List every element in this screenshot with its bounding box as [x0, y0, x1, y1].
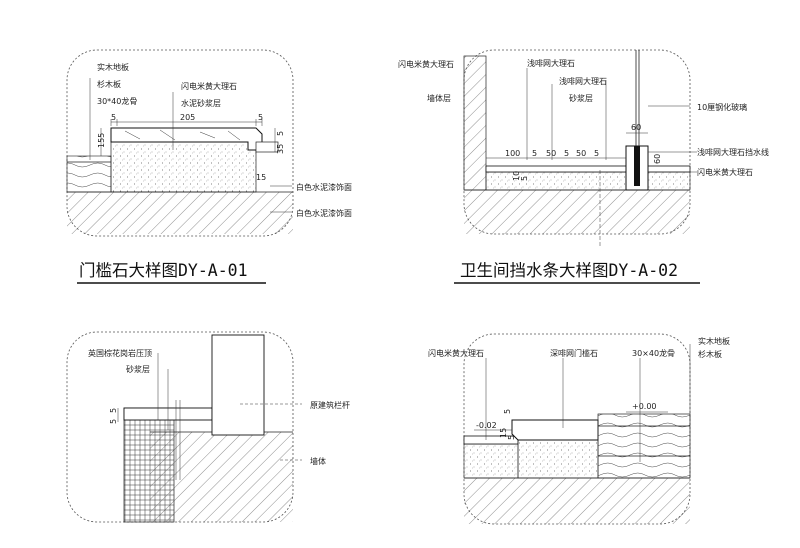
label-threshold: 深啡网门槛石	[550, 348, 598, 358]
dim-5-right: 5	[258, 113, 263, 122]
label-white-paint-1: 白色水泥漆饰面	[296, 182, 352, 192]
wall-hatch	[463, 55, 487, 191]
level-plus-000: +0.00	[632, 402, 657, 411]
detail-4: -0.02 +0.00 5 15 5 闪电米黄大理石 深啡网门槛石 30×40龙…	[428, 333, 730, 525]
dim-5-side: 5	[520, 176, 529, 181]
dim-60-side: 60	[653, 154, 662, 164]
dim-5: 5	[532, 149, 537, 158]
label-marble-bottom: 闪电米黄大理石	[697, 167, 753, 177]
dim-155: 155	[97, 133, 106, 148]
dim-35: 35	[276, 144, 285, 154]
mortar-layer-right	[647, 171, 691, 191]
wall-hatch	[150, 432, 293, 522]
detail-1-title: 门槛石大样图DY-A-01	[79, 261, 248, 280]
marble-veins	[124, 129, 241, 141]
level-minus-002: -0.02	[476, 421, 497, 430]
label-light-brown-marble-2: 浅啡网大理石	[559, 76, 607, 86]
wood-floor-left	[66, 155, 112, 193]
mortar-left	[463, 443, 519, 479]
dim-5-vertical: 5	[276, 131, 285, 136]
label-marble-top: 闪电米黄大理石	[398, 59, 454, 69]
label-solid-wood-floor: 实木地板	[97, 62, 129, 72]
dim-5-bottom: 5	[507, 435, 516, 440]
label-fir-board: 杉木板	[97, 79, 121, 89]
glass-groove	[634, 146, 640, 186]
dim-50: 50	[576, 149, 586, 158]
label-keel: 30*40龙骨	[97, 96, 137, 106]
label-wall: 墙体	[310, 456, 326, 466]
detail-1-frame	[66, 49, 294, 237]
label-marble: 闪电米黄大理石	[428, 348, 484, 358]
dim-5-top: 5	[109, 408, 118, 413]
original-railing-post	[211, 334, 265, 436]
label-wall-layer: 墙体层	[427, 93, 451, 103]
label-railing: 原建筑栏杆	[310, 400, 350, 410]
right-stone-strip	[255, 141, 279, 153]
detail-3: 5 5 英国棕花岗岩压顶 砂浆层 原建筑栏杆 墙体	[66, 331, 350, 523]
dim-5: 5	[594, 149, 599, 158]
cement-mortar-bed	[110, 141, 257, 193]
detail-1: 5 205 5 155 35 5 15 实木地板 杉木板 30*40龙骨 闪电米…	[66, 49, 352, 284]
dim-205: 205	[180, 113, 195, 122]
dim-10: 10	[512, 171, 521, 181]
dim-60-top: 60	[631, 123, 641, 132]
label-keel: 30×40龙骨	[632, 348, 675, 358]
dim-100: 100	[505, 149, 520, 158]
label-granite-coping: 英国棕花岗岩压顶	[88, 348, 152, 358]
dark-brown-threshold-stone	[511, 419, 599, 441]
dim-5-left: 5	[111, 113, 116, 122]
marble-floor-right	[647, 165, 691, 173]
label-water-stop-line: 浅啡网大理石挡水线	[697, 147, 769, 157]
dim-15: 15	[256, 173, 266, 182]
label-white-paint-2: 白色水泥漆饰面	[296, 208, 352, 218]
floor-slab-hatch	[67, 192, 293, 234]
dim-15: 15	[499, 428, 508, 438]
label-marble: 闪电米黄大理石	[181, 81, 237, 91]
label-mortar: 砂浆层	[126, 364, 150, 374]
floor-slab-hatch	[464, 478, 690, 524]
dim-5-top: 5	[503, 409, 512, 414]
label-fir-board: 杉木板	[698, 349, 722, 359]
label-tempered-glass: 10厘钢化玻璃	[697, 102, 747, 112]
mortar-layer	[485, 171, 627, 191]
light-brown-marble-floor	[485, 165, 627, 173]
label-light-brown-marble-1: 浅啡网大理石	[527, 58, 575, 68]
wood-floor-system	[597, 413, 691, 479]
threshold-mortar	[517, 439, 599, 479]
dim-5: 5	[564, 149, 569, 158]
dim-50: 50	[546, 149, 556, 158]
label-mortar: 砂浆层	[569, 93, 593, 103]
label-wood-floor: 实木地板	[698, 336, 730, 346]
dim-5-bottom: 5	[109, 419, 118, 424]
detail-2: 100 5 50 5 50 5 60 60 10 5 闪电米黄大理石 浅啡网大理…	[398, 49, 769, 284]
label-cement-mortar: 水泥砂浆层	[181, 98, 221, 108]
detail-2-title: 卫生间挡水条大样图DY-A-02	[460, 261, 678, 280]
floor-slab-hatch	[464, 190, 690, 234]
